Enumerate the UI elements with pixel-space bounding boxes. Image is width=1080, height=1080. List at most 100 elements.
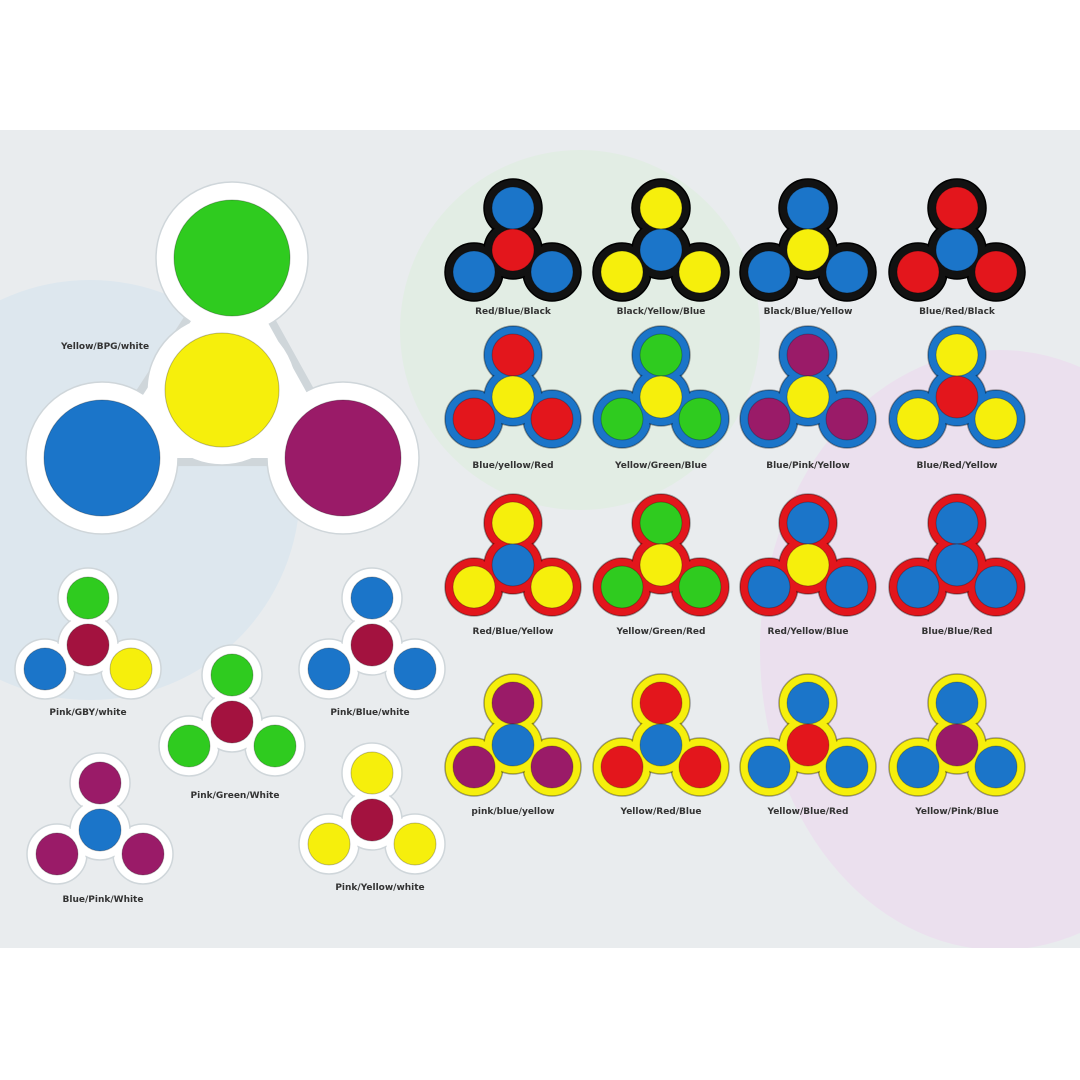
spinner-right-cap: [678, 745, 722, 789]
spinner-color-label: Blue/Red/Black: [919, 307, 995, 317]
grid-spinner: [888, 178, 1026, 302]
grid-spinner: [592, 178, 730, 302]
grid-spinner: [739, 325, 877, 449]
spinner-left-cap: [896, 397, 940, 441]
spinner-center-cap: [786, 723, 830, 767]
spinner-top-cap: [491, 333, 535, 377]
white-spinner: [298, 567, 446, 700]
spinner-left-cap: [307, 822, 351, 866]
grid-spinner: [444, 493, 582, 617]
spinner-center-cap: [639, 228, 683, 272]
spinner-center-cap: [935, 543, 979, 587]
spinner-top-cap: [350, 576, 394, 620]
spinner-color-label: Red/Yellow/Blue: [767, 627, 849, 637]
spinner-center-cap: [164, 332, 280, 448]
spinner-color-label: Blue/Pink/White: [62, 895, 144, 905]
spinner-top-cap: [491, 681, 535, 725]
spinner-right-cap: [530, 565, 574, 609]
spinner-right-cap: [974, 397, 1018, 441]
spinner-right-cap: [825, 745, 869, 789]
spinner-center-cap: [786, 375, 830, 419]
spinner-center-cap: [78, 808, 122, 852]
spinner-right-cap: [393, 647, 437, 691]
background-blob: [400, 150, 760, 510]
spinner-center-cap: [935, 228, 979, 272]
spinner-center-cap: [639, 723, 683, 767]
spinner-right-cap: [974, 565, 1018, 609]
spinner-left-cap: [600, 565, 644, 609]
grid-spinner: [888, 673, 1026, 797]
spinner-top-cap: [210, 653, 254, 697]
spinner-right-cap: [109, 647, 153, 691]
spinner-top-cap: [639, 501, 683, 545]
spinner-right-cap: [825, 250, 869, 294]
spinner-top-cap: [491, 501, 535, 545]
grid-spinner: [444, 178, 582, 302]
spinner-color-label: Blue/yellow/Red: [472, 461, 554, 471]
grid-spinner: [739, 493, 877, 617]
spinner-color-label: Yellow/Blue/Red: [767, 807, 849, 817]
spinner-top-cap: [786, 501, 830, 545]
spinner-color-label: Pink/GBY/white: [49, 708, 127, 718]
spinner-top-cap: [350, 751, 394, 795]
spinner-top-cap: [78, 761, 122, 805]
spinner-right-cap: [253, 724, 297, 768]
spinner-center-cap: [210, 700, 254, 744]
spinner-top-cap: [786, 186, 830, 230]
spinner-color-label: Yellow/Pink/Blue: [915, 807, 999, 817]
grid-spinner: [739, 178, 877, 302]
grid-spinner: [592, 493, 730, 617]
spinner-left-cap: [896, 565, 940, 609]
spinner-top-cap: [935, 681, 979, 725]
spinner-color-label: pink/blue/yellow: [471, 807, 555, 817]
spinner-top-cap: [639, 333, 683, 377]
spinner-left-cap: [600, 745, 644, 789]
spinner-left-cap: [747, 250, 791, 294]
white-spinner: [14, 567, 162, 700]
grid-spinner: [444, 325, 582, 449]
spinner-left-cap: [896, 745, 940, 789]
spinner-left-cap: [23, 647, 67, 691]
spinner-right-cap: [530, 397, 574, 441]
spinner-left-cap: [452, 565, 496, 609]
spinner-color-label: Yellow/Red/Blue: [620, 807, 702, 817]
spinner-left-cap: [747, 745, 791, 789]
spinner-top-cap: [173, 199, 291, 317]
spinner-top-cap: [491, 186, 535, 230]
spinner-center-cap: [935, 723, 979, 767]
spinner-center-cap: [491, 543, 535, 587]
spinner-right-cap: [974, 250, 1018, 294]
spinner-top-cap: [935, 186, 979, 230]
spinner-left-cap: [600, 250, 644, 294]
white-spinner: [26, 752, 174, 885]
spinner-right-cap: [121, 832, 165, 876]
spinner-right-cap: [678, 397, 722, 441]
spinner-color-label: Yellow/Green/Blue: [615, 461, 707, 471]
grid-spinner: [888, 325, 1026, 449]
spinner-left-cap: [896, 250, 940, 294]
spinner-top-cap: [786, 333, 830, 377]
spinner-top-cap: [66, 576, 110, 620]
spinner-right-cap: [974, 745, 1018, 789]
grid-spinner: [592, 325, 730, 449]
spinner-center-cap: [639, 375, 683, 419]
spinner-color-label: Blue/Blue/Red: [921, 627, 993, 637]
spinner-color-label: Pink/Blue/white: [330, 708, 410, 718]
spinner-color-label: Pink/Green/White: [190, 791, 280, 801]
spinner-right-cap: [678, 250, 722, 294]
spinner-center-cap: [350, 798, 394, 842]
spinner-left-cap: [307, 647, 351, 691]
spinner-color-label: Blue/Red/Yellow: [916, 461, 998, 471]
spinner-top-cap: [935, 333, 979, 377]
spinner-color-label: Red/Blue/Black: [475, 307, 551, 317]
spinner-center-cap: [639, 543, 683, 587]
spinner-top-cap: [639, 681, 683, 725]
grid-spinner: [739, 673, 877, 797]
spinner-top-cap: [935, 501, 979, 545]
spinner-center-cap: [935, 375, 979, 419]
spinner-right-cap: [825, 565, 869, 609]
spinner-right-cap: [678, 565, 722, 609]
featured-spinner: [25, 181, 420, 535]
